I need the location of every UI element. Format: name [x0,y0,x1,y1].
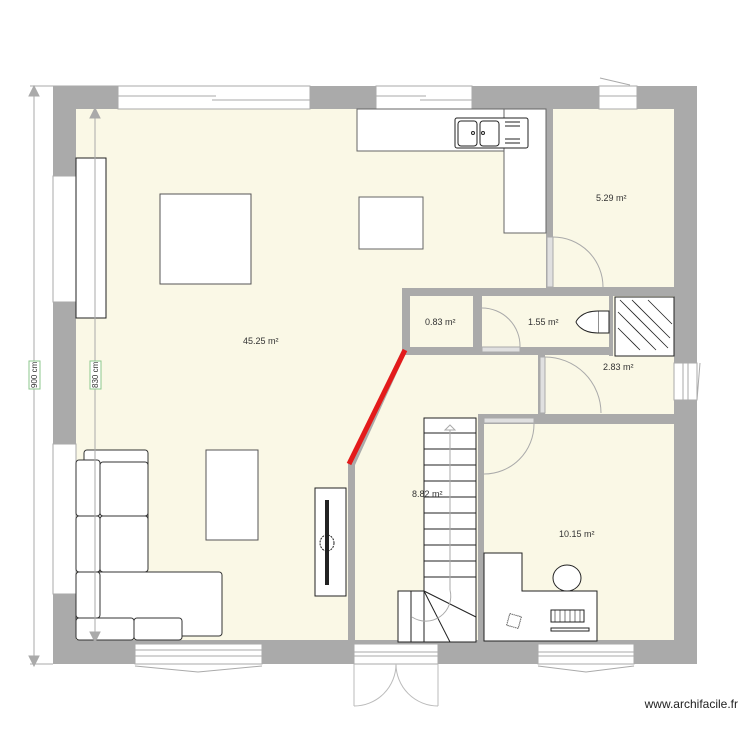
living-furniture [75,157,347,597]
area-wc: 1.55 m² [528,317,559,327]
shower-tray [614,296,675,357]
area-living: 45.25 m² [243,336,279,346]
window-bottom-right [537,643,635,665]
windows [52,77,701,673]
area-storeroom: 5.29 m² [596,193,627,203]
window-left [52,175,77,303]
window-left-lower [52,443,77,595]
office-furniture [483,552,598,642]
bathroom-fixtures [575,296,675,357]
toilet-bowl [575,310,599,334]
area-office: 10.15 m² [559,529,595,539]
window-top-right [598,85,638,110]
floor-closet [410,296,473,347]
highlighted-wall [346,348,408,466]
inner-height-label: 830 cm [91,361,100,388]
floor-storeroom [553,109,674,287]
area-hall: 8.82 m² [412,489,443,499]
area-shower: 2.83 m² [603,362,634,372]
interior-doors [481,236,604,475]
kitchen [356,108,547,250]
window-right [673,362,698,401]
window-top-left [117,85,311,110]
window-top-kitchen [375,85,473,110]
dimension-labels: 900 cm 830 cm [28,360,102,390]
bookshelf [75,157,107,319]
outer-height-label: 900 cm [30,361,39,388]
area-closet: 0.83 m² [425,317,456,327]
entry-door [353,663,439,707]
toilet-tank [597,310,610,334]
entry-door-frame [353,643,439,665]
office-chair [552,564,582,592]
window-bottom-left [134,643,263,665]
staircase [397,417,477,643]
watermark: www.archifacile.fr [644,697,738,711]
corner-sofa [75,449,223,641]
coffee-table [205,449,259,541]
kitchen-island [358,196,424,250]
floors [76,109,674,640]
dining-table [159,193,252,285]
